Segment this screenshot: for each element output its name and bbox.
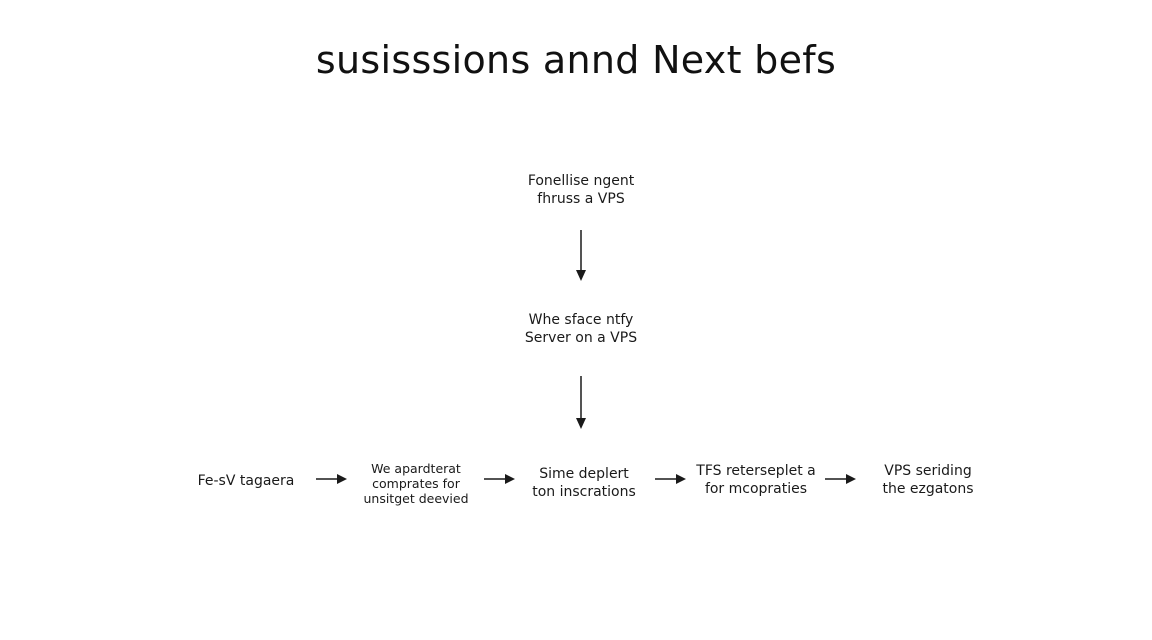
node-row5: VPS seriding the ezgatons [858, 462, 998, 498]
node-top-line-2: fhruss a VPS [537, 191, 625, 207]
arrow-top-to-middle [576, 230, 586, 281]
node-row2-line-2: comprates for [372, 476, 460, 491]
node-row3-line-1: Sime deplert [539, 466, 629, 482]
node-middle-line-1: Whe sface ntfy [528, 312, 634, 328]
node-row1-line-1: Fe-sV tagaera [197, 473, 295, 489]
diagram-title: susisssions annd Next befs [315, 38, 837, 82]
node-row3-line-2: ton inscrations [532, 484, 636, 500]
arrow-row2-to-row3 [484, 474, 515, 484]
node-row3: Sime deplert ton inscrations [514, 465, 654, 501]
node-middle-line-2: Server on a VPS [524, 330, 638, 346]
node-row5-line-1: VPS seriding [884, 463, 972, 479]
node-row4: TFS reterseplet a for mcopraties [686, 462, 826, 498]
node-row4-line-2: for mcopraties [704, 481, 808, 497]
node-row2-line-3: unsitget deevied [363, 491, 469, 506]
arrow-middle-to-row3 [576, 376, 586, 429]
node-middle: Whe sface ntfy Server on a VPS [481, 311, 681, 347]
node-row2-line-1: We apardterat [371, 461, 461, 476]
node-row2: We apardterat comprates for unsitget dee… [351, 461, 481, 506]
node-top: Fonellise ngent fhruss a VPS [481, 172, 681, 208]
node-row5-line-2: the ezgatons [882, 481, 974, 497]
arrow-row4-to-row5 [825, 474, 856, 484]
node-top-line-1: Fonellise ngent [527, 173, 635, 189]
arrow-row1-to-row2 [316, 474, 347, 484]
node-row1: Fe-sV tagaera [176, 472, 316, 490]
arrow-row3-to-row4 [655, 474, 686, 484]
node-row4-line-1: TFS reterseplet a [696, 463, 816, 479]
